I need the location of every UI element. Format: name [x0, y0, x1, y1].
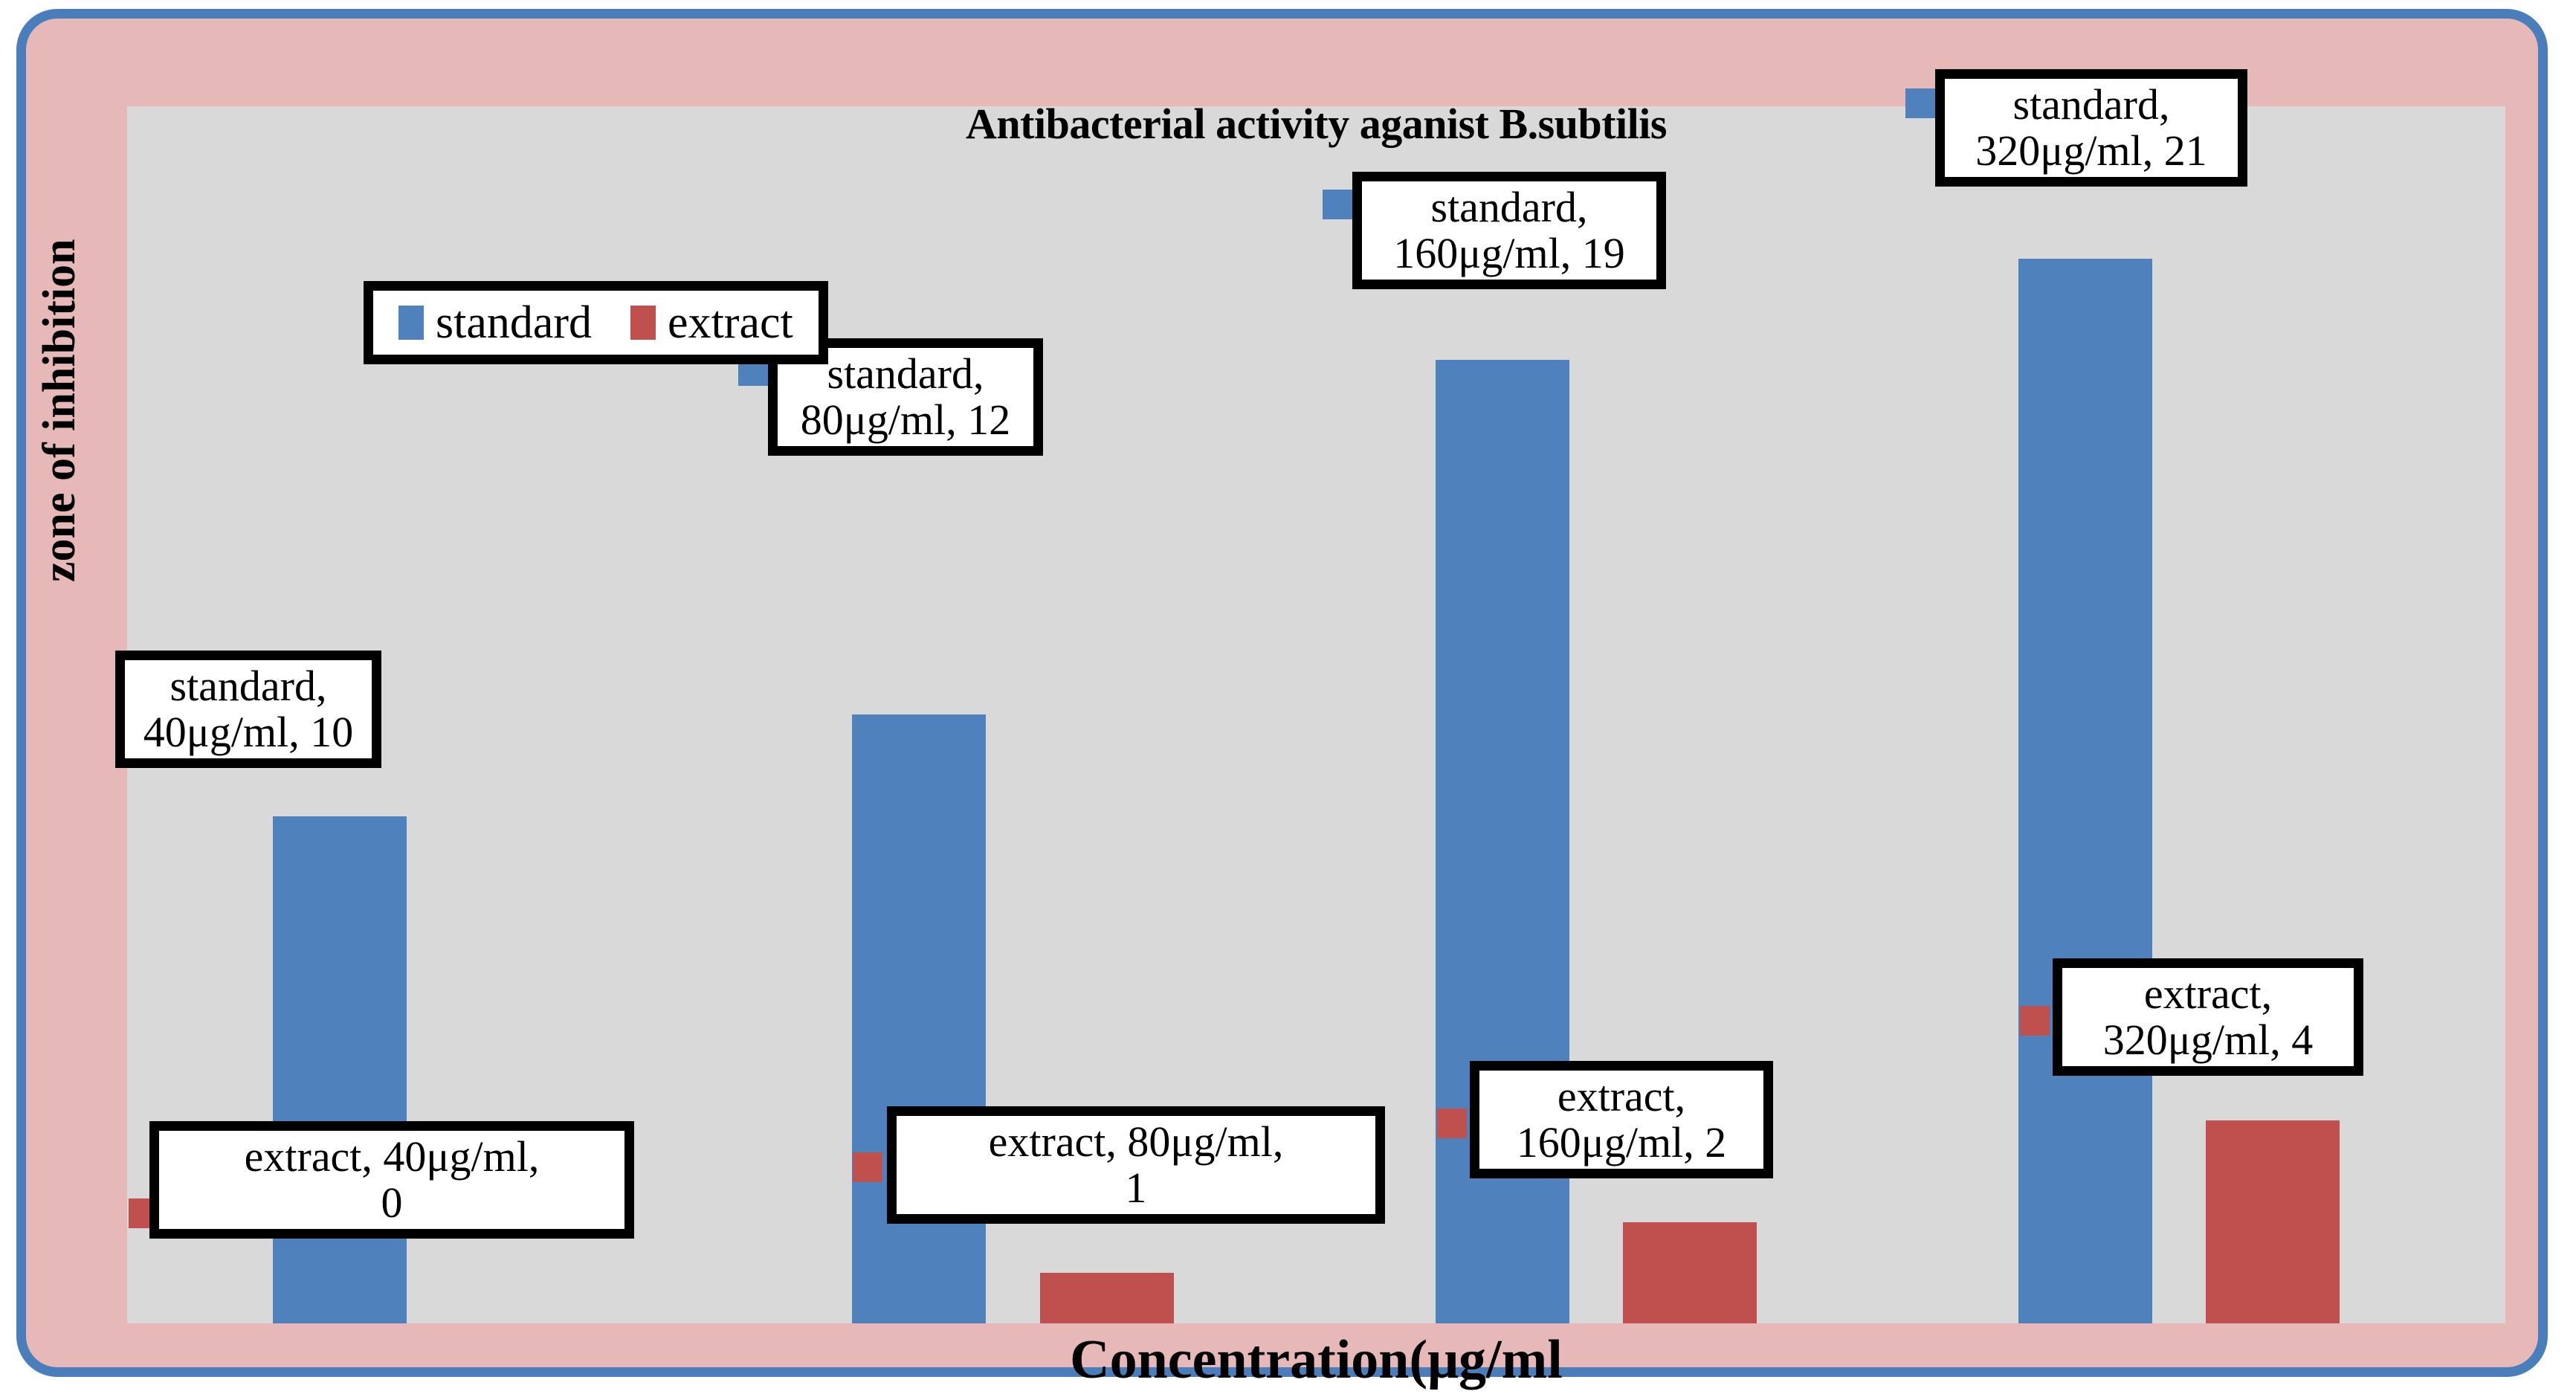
leader-marker-extract-80: [853, 1152, 882, 1182]
data-label-standard-320: standard, 320μg/ml, 21: [1935, 69, 2247, 187]
legend-label-standard: standard: [436, 297, 593, 348]
bar-standard-160[interactable]: [1436, 360, 1569, 1323]
chart-frame: Antibacterial activity aganist B.subtili…: [16, 9, 2548, 1390]
leader-marker-standard-320: [1905, 88, 1935, 118]
bar-extract-320[interactable]: [2206, 1120, 2340, 1323]
plot-area: Antibacterial activity aganist B.subtili…: [34, 69, 2505, 1390]
leader-marker-extract-320: [2020, 1006, 2050, 1036]
data-label-extract-320: extract, 320μg/ml, 4: [2053, 958, 2363, 1077]
leader-marker-standard-160: [1323, 190, 1352, 219]
bar-standard-80[interactable]: [852, 714, 986, 1323]
legend-label-extract: extract: [668, 297, 793, 348]
leader-marker-extract-160: [1437, 1109, 1467, 1138]
chart-legend[interactable]: standard extract: [364, 281, 828, 364]
legend-swatch-extract: [630, 306, 656, 340]
data-label-extract-80: extract, 80μg/ml, 1: [887, 1106, 1385, 1224]
bar-extract-80[interactable]: [1040, 1273, 1174, 1323]
y-axis-title: zone of inhibition: [34, 239, 85, 582]
bar-standard-320[interactable]: [2018, 259, 2152, 1323]
legend-item-extract[interactable]: extract: [630, 300, 793, 346]
data-label-extract-40: extract, 40μg/ml, 0: [149, 1121, 634, 1239]
x-axis-title: Concentration(μg/ml: [1070, 1329, 1563, 1390]
data-label-standard-160: standard, 160μg/ml, 19: [1352, 172, 1666, 290]
chart-title: Antibacterial activity aganist B.subtili…: [966, 100, 1667, 148]
bar-extract-160[interactable]: [1623, 1222, 1757, 1323]
data-label-standard-40: standard, 40μg/ml, 10: [115, 651, 381, 769]
bar-standard-40[interactable]: [273, 816, 407, 1323]
data-label-standard-80: standard, 80μg/ml, 12: [768, 338, 1043, 456]
legend-swatch-standard: [398, 306, 424, 340]
data-label-extract-160: extract, 160μg/ml, 2: [1470, 1061, 1773, 1179]
legend-item-standard[interactable]: standard: [398, 300, 592, 346]
